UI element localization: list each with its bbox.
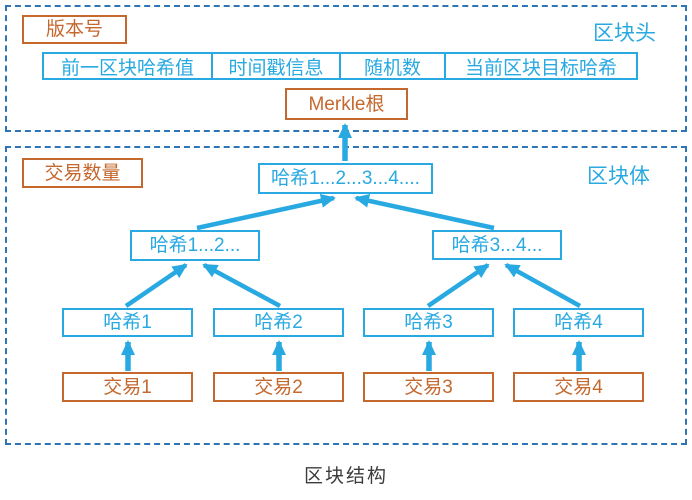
header-fields-row: 前一区块哈希值 时间戳信息 随机数 当前区块目标哈希 — [42, 52, 638, 80]
field-nonce: 随机数 — [339, 52, 446, 80]
mid-hash-box-12: 哈希1...2... — [130, 230, 260, 261]
transaction-box-4: 交易4 — [513, 372, 644, 402]
field-timestamp: 时间戳信息 — [211, 52, 341, 80]
block-body-container: 交易数量 区块体 哈希1...2...3...4.... 哈希1...2... … — [5, 146, 687, 445]
transaction-box-3: 交易3 — [363, 372, 494, 402]
transaction-box-1: 交易1 — [62, 372, 193, 402]
version-box: 版本号 — [22, 15, 127, 44]
block-header-label: 区块头 — [593, 22, 656, 45]
field-target-hash: 当前区块目标哈希 — [444, 52, 638, 80]
mid-hash-box-34: 哈希3...4... — [432, 230, 562, 260]
block-body-label: 区块体 — [587, 165, 650, 188]
leaf-hash-box-4: 哈希4 — [513, 308, 644, 337]
tx-count-box: 交易数量 — [22, 158, 143, 188]
leaf-hash-box-3: 哈希3 — [363, 308, 494, 337]
leaf-hash-box-1: 哈希1 — [62, 308, 193, 337]
field-prev-block-hash: 前一区块哈希值 — [42, 52, 213, 80]
merkle-root-hash-box: 哈希1...2...3...4.... — [258, 163, 433, 194]
block-header-container: 版本号 区块头 前一区块哈希值 时间戳信息 随机数 当前区块目标哈希 Merkl… — [5, 5, 687, 132]
diagram-caption: 区块结构 — [303, 466, 388, 487]
transaction-box-2: 交易2 — [213, 372, 344, 402]
leaf-hash-box-2: 哈希2 — [213, 308, 344, 337]
merkle-root-box: Merkle根 — [285, 88, 408, 120]
